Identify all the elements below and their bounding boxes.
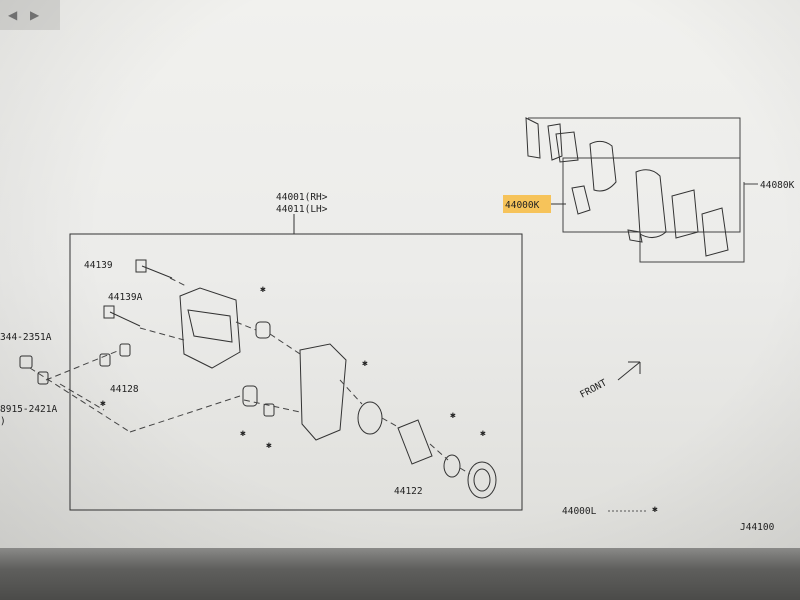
svg-text:✱: ✱ [480, 428, 486, 439]
svg-text:✱: ✱ [260, 284, 266, 295]
label-left-bolt-2: 8915-2421A [0, 404, 57, 415]
label-caliper-lh: 44011(LH> [276, 204, 328, 215]
pin-bolts [103, 259, 173, 327]
label-left-bolt-1: 344-2351A [0, 332, 52, 343]
label-44000l: 44000L [562, 506, 597, 517]
assembly-lines [29, 277, 471, 475]
pad-shims [525, 117, 729, 257]
svg-text:✱: ✱ [100, 398, 106, 409]
front-arrow-icon [617, 361, 641, 381]
svg-text:✱: ✱ [240, 428, 246, 439]
pad-kit-bracket-top [528, 117, 741, 158]
label-left-paren: ) [0, 416, 6, 427]
highlight-44000k [503, 195, 551, 213]
label-44000k: 44000K [505, 200, 540, 211]
pad-kit-bracket-bottom [639, 182, 745, 263]
arrow-left-icon[interactable]: ◀ [8, 8, 18, 22]
arrow-right-icon[interactable]: ▶ [30, 8, 40, 22]
caliper-group-box [69, 233, 523, 511]
label-44128: 44128 [110, 384, 139, 395]
label-front: FRONT [578, 377, 609, 400]
asterisk-markers: ✱ ✱ ✱ ✱ ✱ ✱ ✱ ✱ [100, 284, 658, 515]
boots-and-seals [19, 321, 497, 499]
label-44139: 44139 [84, 260, 113, 271]
label-44122: 44122 [394, 486, 423, 497]
browser-toolbar: ◀ ▶ [0, 0, 60, 30]
pad-kit-box [562, 157, 741, 233]
svg-text:✱: ✱ [362, 358, 368, 369]
label-diagram-code: J44100 [740, 522, 775, 533]
caliper-bracket [179, 287, 347, 441]
svg-text:✱: ✱ [266, 440, 272, 451]
label-caliper-rh: 44001(RH> [276, 192, 328, 203]
monitor-bezel [0, 548, 800, 600]
svg-text:✱: ✱ [652, 504, 658, 515]
label-44139a: 44139A [108, 292, 143, 303]
label-44080k: 44080K [760, 180, 795, 191]
svg-text:✱: ✱ [450, 410, 456, 421]
